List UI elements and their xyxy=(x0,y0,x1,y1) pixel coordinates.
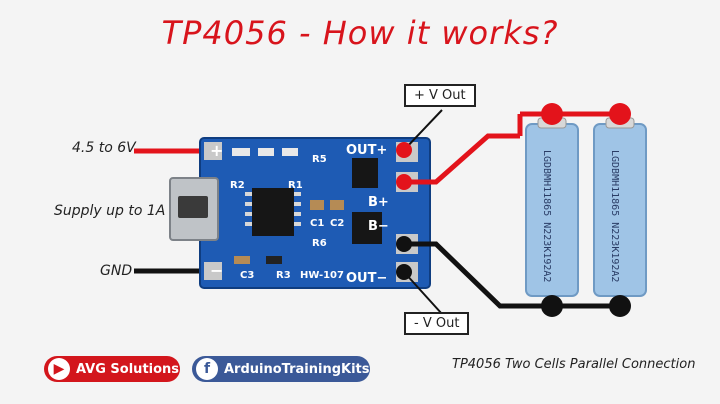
label-r1: R1 xyxy=(288,180,303,191)
youtube-badge[interactable]: ▶ AVG Solutions xyxy=(44,356,180,382)
label-r6: R6 xyxy=(312,238,327,249)
pad-plus xyxy=(204,142,222,160)
facebook-page-name: ArduinoTrainingKits xyxy=(224,361,370,377)
negative-junction-dots xyxy=(396,236,631,317)
positive-junction-dots xyxy=(541,103,631,125)
ground-label: GND xyxy=(100,263,133,279)
label-c3: C3 xyxy=(240,270,254,281)
pin-out-minus-label: OUT− xyxy=(346,271,387,286)
board-model: HW-107 xyxy=(300,270,344,281)
input-voltage-label: 4.5 to 6V xyxy=(72,140,136,156)
label-r3: R3 xyxy=(276,270,291,281)
supply-current-label: Supply up to 1A xyxy=(54,203,166,219)
tp4056-board: + − OUT+ B+ B− OUT− R2 R1 R5 C1 C2 R6 C3… xyxy=(169,137,431,289)
pin-minus-label: − xyxy=(210,261,223,280)
cell-2-text: LGDBMH11865 N223K192A2 xyxy=(609,150,620,282)
pin-out-plus-label: OUT+ xyxy=(346,143,387,158)
battery-cell-1: LGDBMH11865 N223K192A2 xyxy=(525,117,579,297)
protection-chip xyxy=(352,212,382,244)
battery-negative-wiring xyxy=(404,241,623,309)
label-r5: R5 xyxy=(312,154,327,165)
page-title: TP4056 - How it works? xyxy=(161,14,559,52)
v-out-plus-box: + V Out xyxy=(404,84,476,107)
pin-b-plus-label: B+ xyxy=(368,195,389,210)
youtube-channel-name: AVG Solutions xyxy=(76,361,180,377)
pin-b-minus-label: B− xyxy=(368,219,389,234)
diagram-caption: TP4056 Two Cells Parallel Connection xyxy=(452,357,696,372)
facebook-icon: f xyxy=(196,358,218,380)
youtube-icon: ▶ xyxy=(48,358,70,380)
mosfet-chip xyxy=(352,158,378,188)
v-out-plus-leader xyxy=(403,109,443,151)
battery-cell-2: LGDBMH11865 N223K192A2 xyxy=(593,117,647,297)
v-out-minus-leader xyxy=(403,271,443,315)
cell-1-text: LGDBMH11865 N223K192A2 xyxy=(541,150,552,282)
tp4056-chip xyxy=(252,188,294,236)
label-c1: C1 xyxy=(310,218,324,229)
v-out-minus-box: - V Out xyxy=(404,312,470,335)
label-c2: C2 xyxy=(330,218,344,229)
facebook-badge[interactable]: f ArduinoTrainingKits xyxy=(192,356,370,382)
label-r2: R2 xyxy=(230,180,245,191)
pad-minus xyxy=(204,262,222,280)
battery-positive-wiring xyxy=(404,111,623,185)
pin-plus-label: + xyxy=(210,141,223,160)
